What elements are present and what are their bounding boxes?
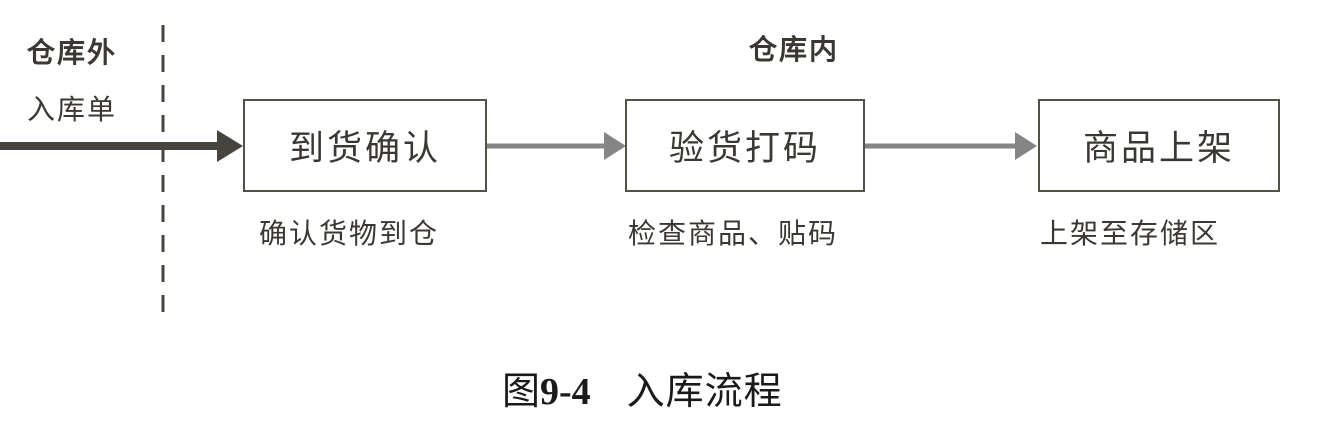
figure-caption-number: 9-4: [540, 371, 591, 413]
flow-step-title: 验货打码: [668, 129, 821, 168]
flow-step-box-product-shelving: 商品上架: [1038, 99, 1280, 192]
connector-arrow-1-head-icon: [604, 132, 626, 160]
flow-step-title: 到货确认: [288, 129, 441, 168]
flow-step-box-arrival-confirmation: 到货确认: [243, 99, 487, 192]
zone-label-inside-warehouse: 仓库内: [749, 34, 840, 65]
flow-step-note-product-shelving: 上架至存储区: [1040, 218, 1221, 249]
inbound-order-label: 入库单: [27, 94, 118, 125]
zone-label-outside-warehouse: 仓库外: [27, 37, 118, 68]
connector-arrow-2-head-icon: [1015, 132, 1037, 160]
flow-step-title: 商品上架: [1082, 129, 1235, 168]
figure-caption-prefix: 图: [502, 371, 541, 413]
figure-caption-title: 入库流程: [626, 371, 783, 413]
flow-step-box-inspection-coding: 验货打码: [625, 99, 865, 192]
main-inbound-arrow-head-icon: [217, 130, 243, 162]
flow-step-note-arrival-confirmation: 确认货物到仓: [259, 218, 440, 249]
figure-caption: 图9-4 入库流程: [502, 360, 783, 415]
flow-step-note-inspection-coding: 检查商品、贴码: [628, 218, 839, 249]
